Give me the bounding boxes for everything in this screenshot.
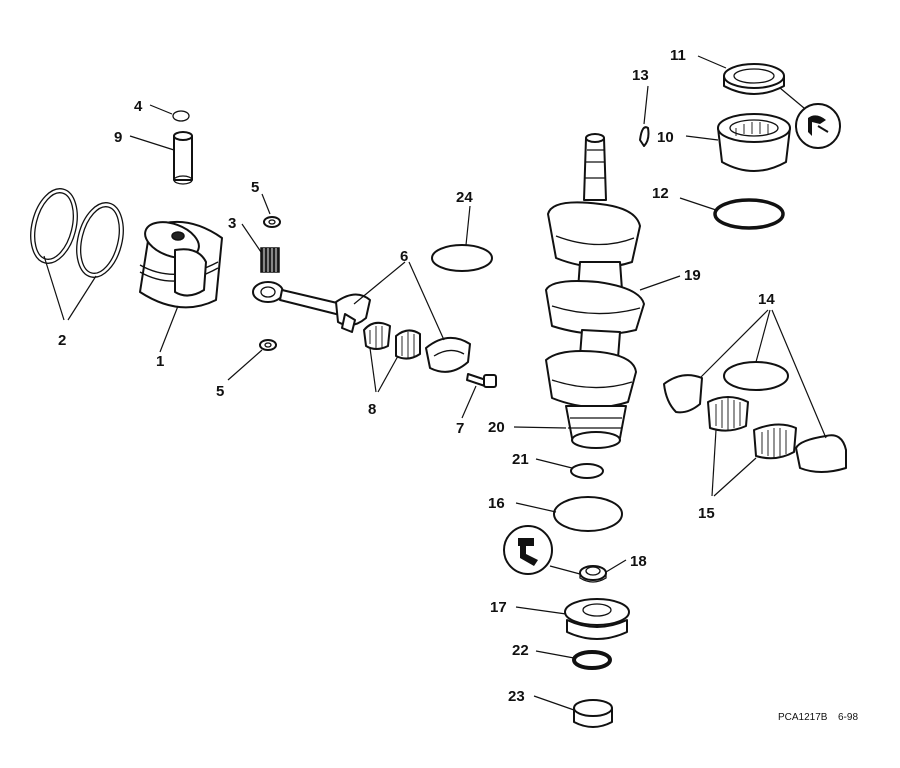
leader-lines — [43, 55, 827, 711]
callout-2: 2 — [58, 332, 66, 349]
upper-seal — [723, 63, 785, 95]
callout-4: 4 — [134, 98, 143, 115]
piston — [139, 221, 223, 309]
connecting-rod-bolt — [466, 373, 497, 388]
crankshaft — [545, 133, 645, 449]
callout-12: 12 — [652, 185, 669, 202]
piston-pin — [173, 131, 193, 185]
callout-3: 3 — [228, 215, 236, 232]
drawing-date: 6-98 — [838, 712, 858, 723]
callout-20: 20 — [488, 419, 505, 436]
center-main-bearing-races — [663, 361, 847, 473]
rod-needle-bearings — [363, 321, 421, 360]
sealant-application-icon — [795, 103, 841, 149]
wrist-pin-needle-bearing — [260, 247, 280, 273]
callout-17: 17 — [490, 599, 507, 616]
drawing-code: PCA1217B — [778, 712, 828, 723]
callout-5-lower: 5 — [216, 383, 224, 400]
housing-o-ring — [572, 650, 612, 670]
callout-1: 1 — [156, 353, 164, 370]
callout-9: 9 — [114, 129, 122, 146]
crankshaft-seal — [579, 565, 607, 583]
callout-8: 8 — [368, 401, 376, 418]
callout-18: 18 — [630, 553, 647, 570]
lubricant-application-icon — [503, 525, 553, 575]
connecting-rod-cap — [425, 337, 471, 373]
callout-21: 21 — [512, 451, 529, 468]
center-seal-ring — [431, 244, 493, 272]
callout-11: 11 — [670, 47, 686, 64]
callout-10: 10 — [657, 129, 674, 146]
upper-main-bearing — [717, 113, 791, 172]
callout-15: 15 — [698, 505, 715, 522]
callout-16: 16 — [488, 495, 505, 512]
lower-bearing-housing — [564, 598, 630, 640]
callout-6: 6 — [400, 248, 408, 265]
callout-7: 7 — [456, 420, 464, 437]
lower-main-bearing — [573, 699, 613, 728]
callout-labels: 1 2 3 4 5 5 6 7 8 9 10 11 12 13 14 15 16… — [58, 47, 775, 705]
lower-seal-ring — [553, 496, 623, 532]
connecting-rod — [252, 281, 371, 333]
thrust-washers — [259, 216, 281, 351]
locating-ring — [639, 126, 650, 147]
piston-rings — [30, 188, 124, 278]
callout-23: 23 — [508, 688, 525, 705]
callout-14: 14 — [758, 291, 775, 308]
callout-5-upper: 5 — [251, 179, 259, 196]
callout-22: 22 — [512, 642, 529, 659]
bearing-retaining-ring — [570, 463, 604, 479]
center-needle-bearings — [707, 396, 797, 460]
callout-13: 13 — [632, 67, 649, 84]
callout-24: 24 — [456, 189, 473, 206]
pin-retaining-ring — [172, 110, 190, 122]
callout-19: 19 — [684, 267, 701, 284]
upper-seal-ring — [713, 198, 785, 230]
